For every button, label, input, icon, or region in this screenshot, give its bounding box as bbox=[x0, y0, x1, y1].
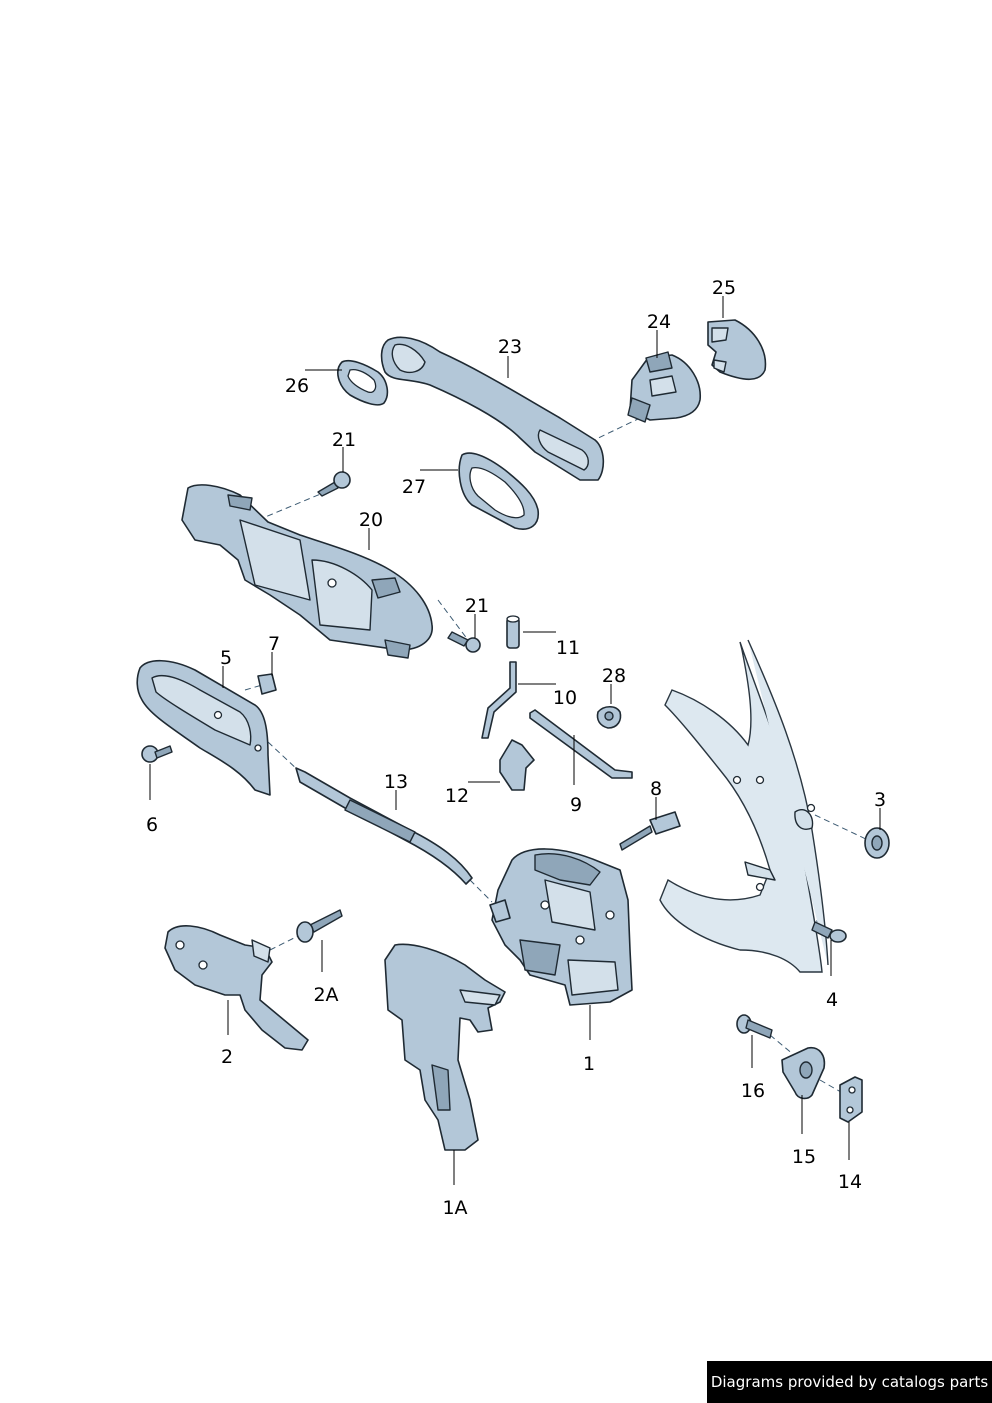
part-21-screw-lower bbox=[447, 631, 481, 653]
callout-3: 3 bbox=[874, 789, 886, 811]
callout-26: 26 bbox=[285, 375, 309, 397]
callout-23: 23 bbox=[498, 336, 522, 358]
callout-6: 6 bbox=[146, 814, 158, 836]
callout-1A: 1A bbox=[442, 1197, 467, 1219]
part-27-gasket bbox=[458, 452, 540, 530]
callout-27: 27 bbox=[402, 476, 426, 498]
callout-16: 16 bbox=[741, 1080, 765, 1102]
part-20-handle-carrier bbox=[181, 484, 433, 659]
callout-15: 15 bbox=[792, 1146, 816, 1168]
callout-20: 20 bbox=[359, 509, 383, 531]
callout-8: 8 bbox=[650, 778, 662, 800]
callout-24: 24 bbox=[647, 311, 671, 333]
part-10-rod bbox=[481, 661, 517, 739]
part-13-cable bbox=[295, 767, 473, 885]
part-26-gasket bbox=[337, 359, 389, 406]
callout-25: 25 bbox=[712, 277, 736, 299]
part-7-clip bbox=[257, 673, 277, 695]
callout-leader-lines bbox=[149, 296, 881, 1185]
part-24-lock-cylinder bbox=[627, 351, 701, 423]
callout-1: 1 bbox=[583, 1053, 595, 1075]
part-14-plate bbox=[839, 1076, 863, 1123]
callout-2: 2 bbox=[221, 1046, 233, 1068]
callout-labels: 25 24 23 26 21 27 20 21 11 7 5 10 28 6 1… bbox=[146, 277, 886, 1219]
callout-9: 9 bbox=[570, 794, 582, 816]
part-6-screw bbox=[141, 745, 173, 763]
callout-21-lower: 21 bbox=[465, 595, 489, 617]
callout-11: 11 bbox=[556, 637, 580, 659]
part-9-rod bbox=[529, 709, 633, 779]
part-25-end-cap bbox=[707, 319, 767, 381]
callout-13: 13 bbox=[384, 771, 408, 793]
part-12-lever bbox=[499, 739, 535, 791]
part-11-sleeve bbox=[506, 615, 520, 649]
part-2-bracket bbox=[164, 925, 309, 1051]
part-1A-cover bbox=[384, 943, 506, 1151]
door-panel-section bbox=[659, 639, 829, 973]
callout-10: 10 bbox=[553, 687, 577, 709]
diagram-credit-text: Diagrams provided by catalogs parts bbox=[710, 1373, 989, 1391]
part-3-grommet bbox=[864, 827, 890, 859]
callout-14: 14 bbox=[838, 1171, 862, 1193]
callout-4: 4 bbox=[826, 989, 838, 1011]
part-16-bolt bbox=[736, 1014, 773, 1039]
part-4-bolt bbox=[811, 921, 847, 943]
part-8-pin bbox=[619, 811, 681, 851]
callout-7: 7 bbox=[268, 633, 280, 655]
diagram-credit-badge: Diagrams provided by catalogs parts bbox=[707, 1361, 992, 1403]
part-5-interior-handle bbox=[136, 659, 271, 796]
callout-28: 28 bbox=[602, 665, 626, 687]
part-15-striker bbox=[781, 1046, 826, 1100]
callout-12: 12 bbox=[445, 785, 469, 807]
part-23-exterior-handle bbox=[380, 336, 605, 481]
part-1-door-lock bbox=[489, 848, 633, 1006]
part-28-clip bbox=[596, 705, 622, 729]
callout-2A: 2A bbox=[313, 984, 338, 1006]
part-2A-stud bbox=[296, 909, 343, 943]
callout-5: 5 bbox=[220, 647, 232, 669]
callout-21-upper: 21 bbox=[332, 429, 356, 451]
part-21-screw-upper bbox=[317, 471, 351, 497]
